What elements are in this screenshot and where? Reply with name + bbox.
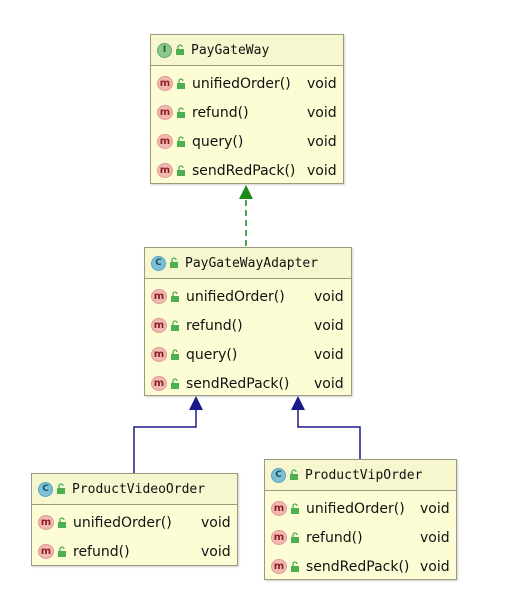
return-type: void xyxy=(314,317,344,334)
inheritance-line-vip xyxy=(297,410,361,459)
method-row[interactable]: m sendRedPack() void xyxy=(145,369,351,398)
return-type: void xyxy=(314,375,344,392)
method-row[interactable]: m unifiedOrder() void xyxy=(32,508,237,537)
class-name: PayGateWayAdapter xyxy=(185,255,319,271)
return-type: void xyxy=(307,75,337,92)
method-name: refund() xyxy=(186,317,243,334)
class-productviporder[interactable]: C ProductVipOrder m unifiedOrder() void … xyxy=(264,459,457,580)
lock-icon xyxy=(58,516,66,528)
realization-arrowhead xyxy=(239,185,253,199)
method-icon: m xyxy=(151,347,167,362)
class-header: C PayGateWayAdapter xyxy=(145,248,351,279)
method-row[interactable]: m sendRedPack() void xyxy=(265,552,456,581)
return-type: void xyxy=(314,288,344,305)
return-type: void xyxy=(420,558,450,575)
method-row[interactable]: m unifiedOrder() void xyxy=(265,494,456,523)
inheritance-arrowhead-vip xyxy=(291,396,305,410)
method-name: refund() xyxy=(306,529,363,546)
lock-icon xyxy=(171,290,179,302)
method-icon: m xyxy=(38,515,54,530)
class-icon: C xyxy=(151,255,166,271)
lock-icon xyxy=(171,377,179,389)
method-name: refund() xyxy=(73,543,130,560)
lock-icon xyxy=(176,44,184,55)
return-type: void xyxy=(314,346,344,363)
method-row[interactable]: m unifiedOrder() void xyxy=(151,69,343,98)
class-name: PayGateWay xyxy=(191,42,270,58)
method-row[interactable]: m refund() void xyxy=(32,537,237,566)
return-type: void xyxy=(420,500,450,517)
return-type: void xyxy=(420,529,450,546)
class-name: ProductVideoOrder xyxy=(72,481,206,497)
lock-icon xyxy=(291,531,299,543)
class-paygateway[interactable]: I PayGateWay m unifiedOrder() void m ref… xyxy=(150,34,344,184)
method-name: unifiedOrder() xyxy=(192,75,291,92)
lock-icon xyxy=(177,77,185,89)
method-name: refund() xyxy=(192,104,249,121)
method-row[interactable]: m refund() void xyxy=(145,311,351,340)
lock-icon xyxy=(291,560,299,572)
lock-icon xyxy=(177,106,185,118)
method-icon: m xyxy=(271,501,287,516)
method-name: unifiedOrder() xyxy=(306,500,405,517)
method-icon: m xyxy=(151,376,167,391)
method-row[interactable]: m sendRedPack() void xyxy=(151,156,343,185)
lock-icon xyxy=(170,257,178,268)
method-icon: m xyxy=(157,163,173,178)
lock-icon xyxy=(57,483,65,494)
lock-icon xyxy=(177,164,185,176)
class-header: I PayGateWay xyxy=(151,35,343,66)
return-type: void xyxy=(201,543,231,560)
method-icon: m xyxy=(38,544,54,559)
method-icon: m xyxy=(151,289,167,304)
lock-icon xyxy=(58,545,66,557)
method-icon: m xyxy=(271,559,287,574)
return-type: void xyxy=(201,514,231,531)
method-name: query() xyxy=(192,133,244,150)
lock-icon xyxy=(291,502,299,514)
method-row[interactable]: m query() void xyxy=(145,340,351,369)
lock-icon xyxy=(171,319,179,331)
method-name: sendRedPack() xyxy=(186,375,290,392)
class-icon: C xyxy=(271,467,286,483)
interface-icon: I xyxy=(157,42,172,58)
method-name: unifiedOrder() xyxy=(186,288,285,305)
method-name: unifiedOrder() xyxy=(73,514,172,531)
class-icon: C xyxy=(38,481,53,497)
class-paygatewayadapter[interactable]: C PayGateWayAdapter m unifiedOrder() voi… xyxy=(144,247,352,396)
class-name: ProductVipOrder xyxy=(305,467,423,483)
method-icon: m xyxy=(151,318,167,333)
method-icon: m xyxy=(157,76,173,91)
method-row[interactable]: m unifiedOrder() void xyxy=(145,282,351,311)
lock-icon xyxy=(171,348,179,360)
method-name: query() xyxy=(186,346,238,363)
lock-icon xyxy=(177,135,185,147)
method-icon: m xyxy=(157,105,173,120)
method-name: sendRedPack() xyxy=(192,162,296,179)
inheritance-line-video xyxy=(133,410,197,473)
lock-icon xyxy=(290,469,298,480)
method-row[interactable]: m refund() void xyxy=(265,523,456,552)
method-name: sendRedPack() xyxy=(306,558,410,575)
method-icon: m xyxy=(157,134,173,149)
class-productvideoorder[interactable]: C ProductVideoOrder m unifiedOrder() voi… xyxy=(31,473,238,566)
class-header: C ProductVideoOrder xyxy=(32,474,237,505)
class-header: C ProductVipOrder xyxy=(265,460,456,491)
inheritance-arrowhead-video xyxy=(189,396,203,410)
return-type: void xyxy=(307,162,337,179)
method-row[interactable]: m query() void xyxy=(151,127,343,156)
return-type: void xyxy=(307,104,337,121)
return-type: void xyxy=(307,133,337,150)
method-row[interactable]: m refund() void xyxy=(151,98,343,127)
method-icon: m xyxy=(271,530,287,545)
